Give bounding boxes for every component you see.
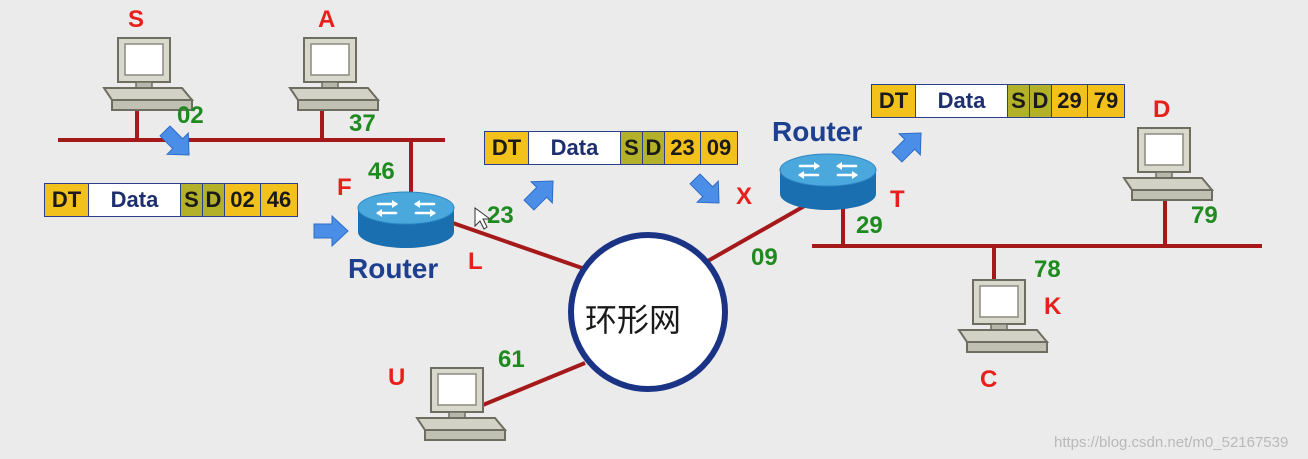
packet-1-data: Data xyxy=(89,184,181,216)
ring-network xyxy=(568,232,728,392)
addr-c: 78 xyxy=(1034,256,1061,283)
computer-s-icon xyxy=(103,37,193,111)
packet-2-d: D xyxy=(643,132,665,164)
node-d-label: D xyxy=(1153,96,1171,123)
packet-3-dst: 79 xyxy=(1088,85,1124,117)
packet-1-s: S xyxy=(181,184,203,216)
arrow-down-x-icon xyxy=(683,167,731,215)
node-a-label: A xyxy=(318,6,336,33)
router-left-label: Router xyxy=(348,253,439,284)
packet-2-dt: DT xyxy=(485,132,529,164)
computer-d-icon xyxy=(1123,127,1213,201)
packet-1-src: 02 xyxy=(225,184,261,216)
addr-t: 29 xyxy=(856,212,883,239)
node-u-label: U xyxy=(388,364,406,391)
addr-ring-right: 09 xyxy=(751,244,778,271)
addr-l: 23 xyxy=(487,202,514,229)
packet-3-dt: DT xyxy=(872,85,916,117)
l-ring-link xyxy=(449,220,583,270)
addr-f: 46 xyxy=(368,158,395,185)
packet-1-dt: DT xyxy=(45,184,89,216)
addr-d: 79 xyxy=(1191,202,1218,229)
router-left-icon xyxy=(356,190,456,250)
port-x-label: X xyxy=(736,183,753,210)
addr-s: 02 xyxy=(177,102,204,129)
watermark-text: https://blog.csdn.net/m0_52167539 xyxy=(1054,434,1289,451)
packet-3-d: D xyxy=(1030,85,1052,117)
arrow-up-packet2-icon xyxy=(517,169,565,217)
packet-1-dst: 46 xyxy=(261,184,297,216)
packet-1-d: D xyxy=(203,184,225,216)
packet-2-dst: 09 xyxy=(701,132,737,164)
port-l-label: L xyxy=(468,248,483,275)
packet-2-data: Data xyxy=(529,132,621,164)
arrow-up-packet3-icon xyxy=(885,121,933,169)
packet-2-s: S xyxy=(621,132,643,164)
computer-a-icon xyxy=(289,37,379,111)
ring-label: 环形网 xyxy=(585,301,682,339)
port-t-label: T xyxy=(890,186,905,213)
packet-1: DT Data S D 02 46 xyxy=(44,183,298,217)
packet-2: DT Data S D 23 09 xyxy=(484,131,738,165)
packet-3-s: S xyxy=(1008,85,1030,117)
port-k-label: K xyxy=(1044,293,1062,320)
packet-3-data: Data xyxy=(916,85,1008,117)
router-right-icon xyxy=(778,152,878,212)
packet-2-src: 23 xyxy=(665,132,701,164)
ring-u-link xyxy=(477,361,586,409)
port-f-label: F xyxy=(337,174,352,201)
addr-u: 61 xyxy=(498,346,525,373)
computer-u-icon xyxy=(416,367,506,441)
node-c-label: C xyxy=(980,366,998,393)
node-s-label: S xyxy=(128,6,145,33)
mouse-cursor-icon xyxy=(474,207,492,230)
packet-3: DT Data S D 29 79 xyxy=(871,84,1125,118)
computer-c-icon xyxy=(958,279,1048,353)
addr-a: 37 xyxy=(349,110,376,137)
arrow-into-router-icon xyxy=(313,215,349,247)
packet-3-src: 29 xyxy=(1052,85,1088,117)
router-right-label: Router xyxy=(772,116,863,147)
